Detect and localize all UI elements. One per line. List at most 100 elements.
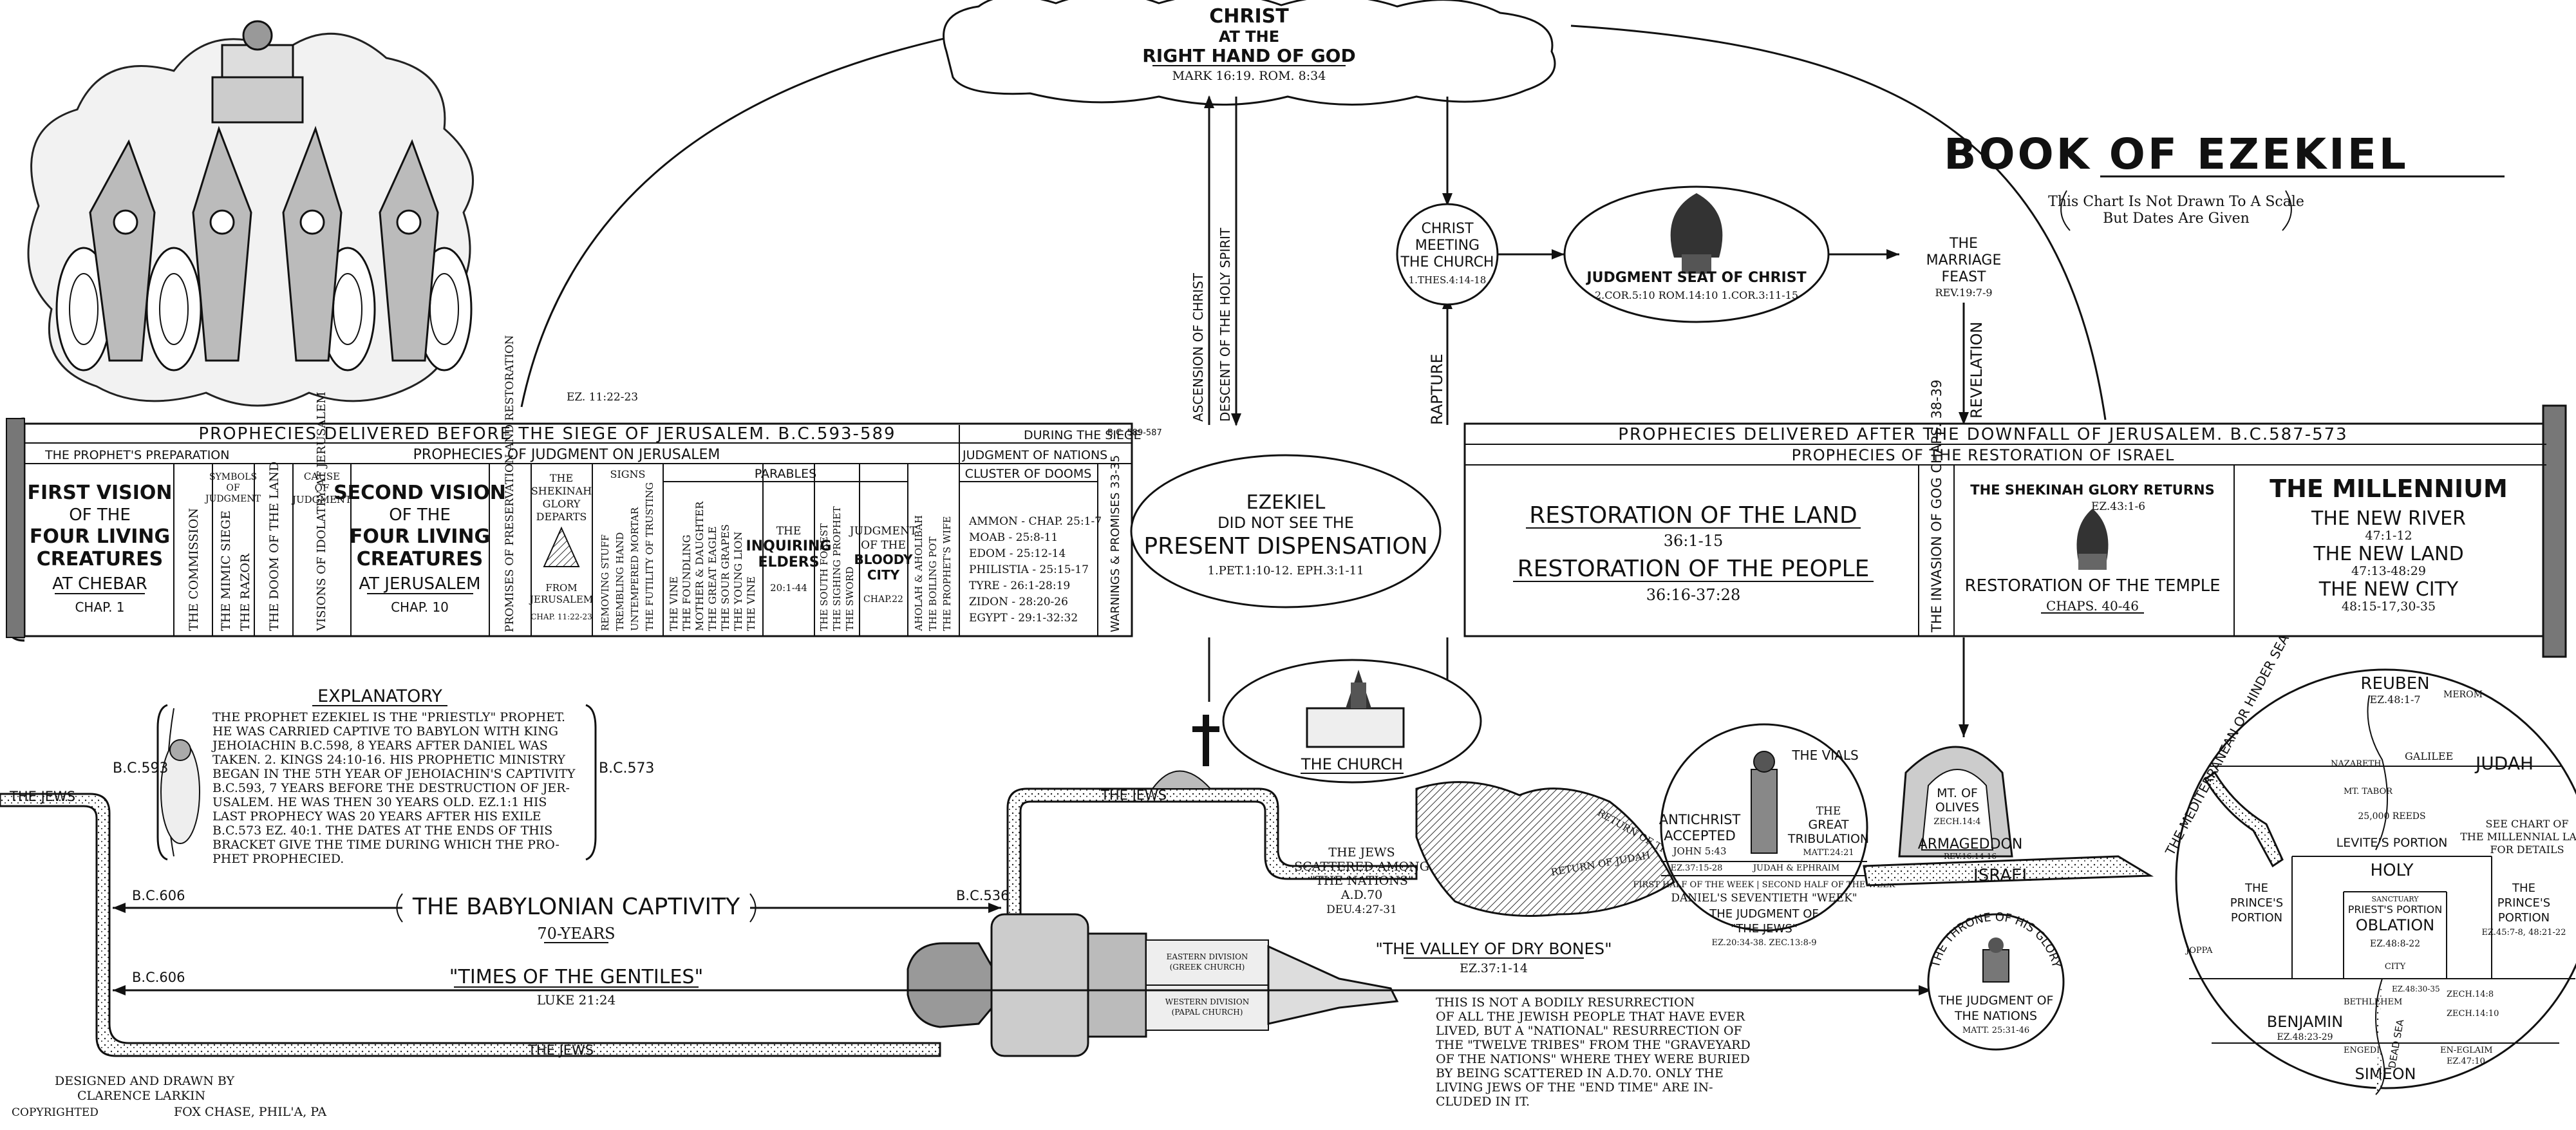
western-1: WESTERN DIVISION <box>1165 997 1250 1006</box>
shekinah-4: DEPARTS <box>536 511 587 523</box>
map-galilee: GALILEE <box>2405 750 2453 762</box>
meeting-line-3: THE CHURCH <box>1400 254 1494 270</box>
cluster-header: CLUSTER OF DOOMS <box>965 467 1092 481</box>
ez3715-ref: EZ.37:15-28 <box>1671 863 1723 873</box>
sword-3: THE SWORD <box>844 567 856 631</box>
valley-region: RETURN OF THE TEN TRIBES RETURN OF JUDAH… <box>1375 781 1751 1109</box>
present-ref: 1.PET.1:10-12. EPH.3:1-11 <box>1208 564 1364 578</box>
resurrection-8: CLUDED IN IT. <box>1436 1095 1530 1109</box>
people-label: RESTORATION OF THE PEOPLE <box>1518 556 1870 582</box>
map-see-1: SEE CHART OF <box>2486 818 2569 830</box>
map-bethlehem: BETHLEHEM <box>2344 997 2402 1007</box>
chap-1: CHAP. 1 <box>75 599 124 615</box>
map-sanctuary: SANCTUARY <box>2372 895 2420 903</box>
eastern-2: (GREEK CHURCH) <box>1170 963 1245 972</box>
explanatory-line-5: BEGAN IN THE 5TH YEAR OF JEHOIACHIN'S CA… <box>212 767 576 781</box>
inquiring-3: ELDERS <box>758 554 819 570</box>
explanatory-line-6: B.C.593, 7 YEARS BEFORE THE DESTRUCTION … <box>212 781 570 795</box>
symbols-1: SYMBOLS <box>209 472 257 482</box>
captivity-label: THE BABYLONIAN CAPTIVITY <box>412 894 740 920</box>
river-ref: 47:1-12 <box>2365 529 2412 543</box>
explanatory-heading: EXPLANATORY <box>317 686 442 706</box>
parable-4: THE GREAT EAGLE <box>706 526 719 631</box>
ezekiel-line-2: DID NOT SEE THE <box>1217 514 1354 532</box>
title-block: BOOK OF EZEKIEL This Chart Is Not Drawn … <box>1944 129 2505 231</box>
signs-header: SIGNS <box>610 468 645 480</box>
map-zech: ZECH.14:8 <box>2447 990 2494 999</box>
temple-label: RESTORATION OF THE TEMPLE <box>1965 576 2221 596</box>
map-eneglaim: EN-EGLAIM <box>2440 1046 2493 1055</box>
judgment-jews-1: THE JUDGMENT OF <box>1709 907 1819 921</box>
map-princes-r-1: THE <box>2512 881 2535 895</box>
marriage-ref: REV.19:7-9 <box>1935 287 1992 299</box>
parables-header: PARABLES <box>755 467 816 481</box>
scattered-block: THE JEWS SCATTERED AMONG "THE NATIONS" A… <box>1294 845 1429 916</box>
resurrection-1: THIS IS NOT A BODILY RESURRECTION <box>1436 995 1695 1010</box>
arc-left <box>520 24 1005 408</box>
cause-3: JUDGMENT <box>291 494 352 505</box>
right-banner: PROPHECIES DELIVERED AFTER THE DOWNFALL … <box>1618 425 2347 444</box>
judgment-jews-ref: EZ.20:34-38. ZEC.13:8-9 <box>1711 938 1816 948</box>
newcity-ref: 48:15-17,30-35 <box>2342 599 2436 614</box>
resurrection-2: OF ALL THE JEWISH PEOPLE THAT HAVE EVER <box>1436 1010 1745 1024</box>
map-princes-l-2: PRINCE'S <box>2230 896 2283 910</box>
note-line-1: This Chart Is Not Drawn To A Scale <box>2048 194 2304 210</box>
second-vision-4: CREATURES <box>357 548 484 570</box>
doom-3: EDOM - 25:12-14 <box>969 547 1066 560</box>
armageddon-ref: REV.16:14-16 <box>1944 852 1997 861</box>
parable-3: MOTHER & DAUGHTER <box>693 501 706 631</box>
judgment-seat-ref: 2.COR.5:10 ROM.14:10 1.COR.3:11-15 <box>1595 289 1798 301</box>
map-city: CITY <box>2385 962 2406 972</box>
present-label: PRESENT DISPENSATION <box>1143 533 1427 560</box>
parable-5: THE SOUR GRAPES <box>719 524 731 631</box>
chap-ref: CHAP. 11:22-23 <box>531 612 592 621</box>
week-halves: FIRST HALF OF THE WEEK | SECOND HALF OF … <box>1633 880 1895 890</box>
first-vision-3: FOUR LIVING <box>30 525 170 548</box>
land-ref: 36:1-15 <box>1664 532 1724 550</box>
parable-2: THE FOUNDLING <box>681 534 693 631</box>
map-judah: JUDAH <box>2474 753 2534 774</box>
prep-header: THE PROPHET'S PREPARATION <box>44 448 229 462</box>
gentiles-label: "TIMES OF THE GENTILES" <box>449 966 704 988</box>
olives-ref: ZECH.14:4 <box>1933 817 1980 827</box>
western-2: (PAPAL CHURCH) <box>1172 1008 1243 1017</box>
eastern-1: EASTERN DIVISION <box>1167 952 1248 961</box>
sign-1: REMOVING STUFF <box>599 534 611 631</box>
map-princes-r-3: PORTION <box>2498 911 2550 925</box>
sign-4: THE FUTILITY OF TRUSTING <box>644 482 655 631</box>
scattered-2: SCATTERED AMONG <box>1294 860 1429 874</box>
people-ref: 36:16-37:28 <box>1646 586 1740 604</box>
map-princes-l-3: PORTION <box>2231 911 2282 925</box>
scattered-3: "THE NATIONS" <box>1310 874 1413 888</box>
doom-5: TYRE - 26:1-28:19 <box>969 579 1070 592</box>
olives-2: OLIVES <box>1935 800 1979 815</box>
map-merom: MEROM <box>2443 690 2483 700</box>
copyright: COPYRIGHTED <box>12 1106 99 1119</box>
shekinah-3: GLORY <box>543 498 581 510</box>
note-line-2: But Dates Are Given <box>2103 211 2250 227</box>
promises: PROMISES OF PRESERVATION AND RESTORATION <box>503 335 516 632</box>
explanatory-line-8: LAST PROPHECY WAS 20 YEARS AFTER HIS EXI… <box>212 809 541 824</box>
aholah-3: THE PROPHET'S WIFE <box>941 516 953 631</box>
map-princes-ref: EZ.45:7-8, 48:21-22 <box>2482 928 2566 937</box>
map-reuben-ref: EZ.48:1-7 <box>2369 693 2420 706</box>
ascension-label: ASCENSION OF CHRIST <box>1190 272 1206 422</box>
river-label: THE NEW RIVER <box>2311 507 2466 530</box>
olives-block: MT. OF OLIVES ZECH.14:4 ARMAGEDDON REV.1… <box>1863 637 2154 887</box>
judah-ephraim: JUDAH & EPHRAIM <box>1752 863 1839 873</box>
explanatory-line-4: TAKEN. 2. KINGS 24:10-16. HIS PROPHETIC … <box>212 753 565 767</box>
resurrection-4: THE "TWELVE TRIBES" FROM THE "GRAVEYARD <box>1436 1038 1751 1052</box>
sword-2: THE SIGHING PROPHET <box>831 506 843 631</box>
aholah-1: AHOLAH & AHOLIBAH <box>913 515 925 632</box>
vials-label: THE VIALS <box>1791 748 1858 763</box>
sword-1: THE SOUTH FOREST <box>818 523 830 631</box>
valley-ref: EZ.37:1-14 <box>1460 961 1528 975</box>
second-vision-3: FOUR LIVING <box>350 525 490 548</box>
credits-line-2: CLARENCE LARKIN <box>77 1089 205 1103</box>
ezekiel-line-1: EZEKIEL <box>1246 491 1326 514</box>
christ-line-3: RIGHT HAND OF GOD <box>1142 45 1355 66</box>
scattered-4: A.D.70 <box>1340 888 1383 902</box>
bloody-2: OF THE <box>861 539 906 552</box>
daniels-week: DANIEL'S SEVENTIETH "WEEK" <box>1671 892 1857 905</box>
